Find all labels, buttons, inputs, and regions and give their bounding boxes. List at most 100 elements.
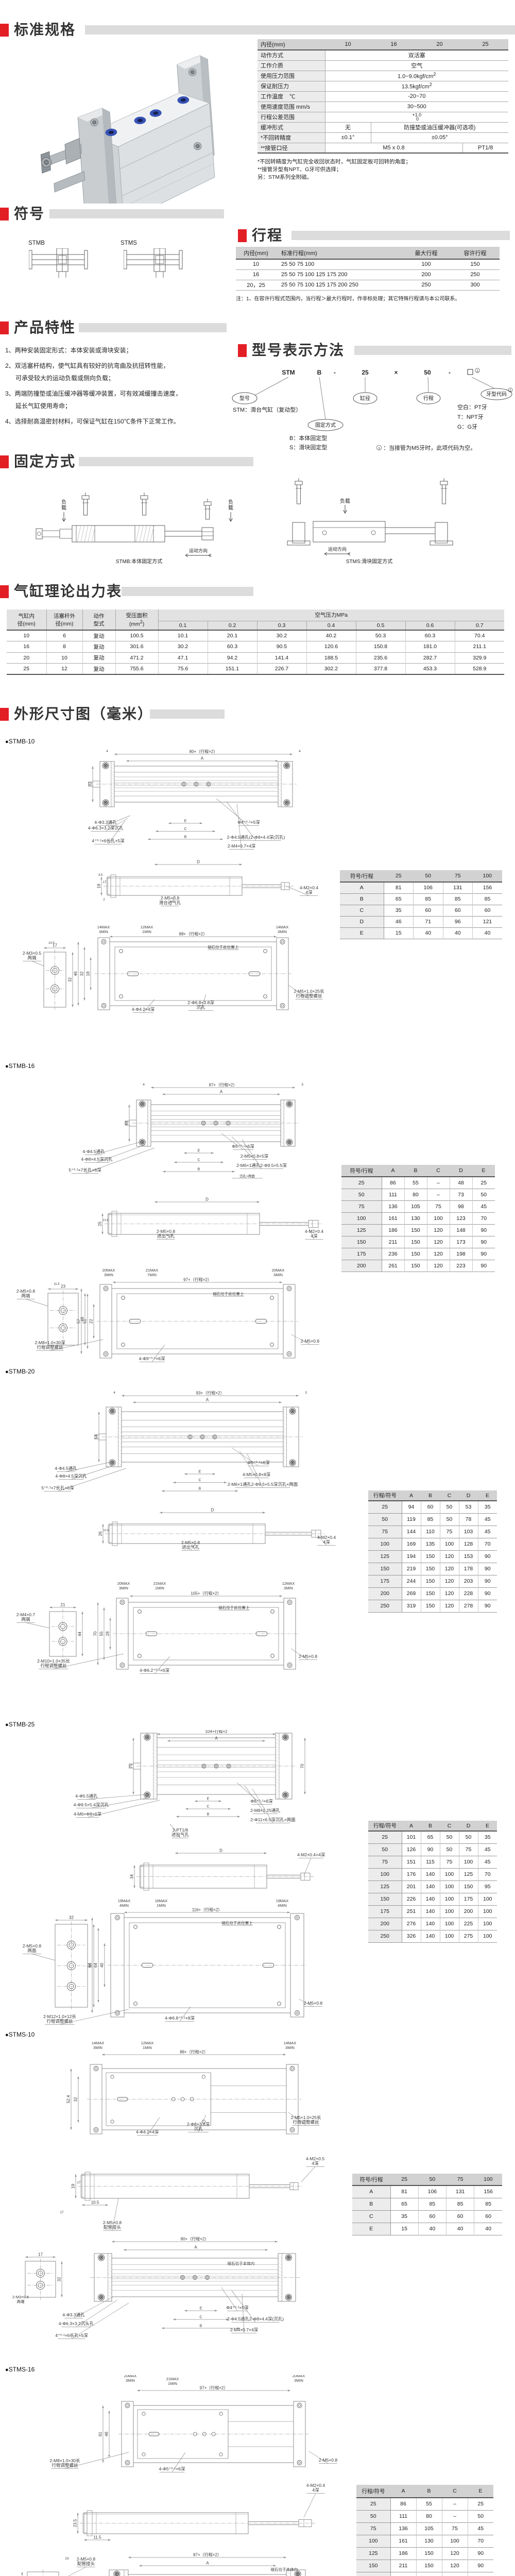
svg-text:运动方向: 运动方向	[189, 548, 208, 553]
svg-text:4-Φ6.2⁺⁰·¹×6深: 4-Φ6.2⁺⁰·¹×6深	[140, 1668, 169, 1673]
svg-text:3MIN: 3MIN	[273, 1273, 283, 1277]
svg-text:105+（行程×2）: 105+（行程×2）	[191, 1591, 221, 1596]
svg-text:25: 25	[98, 1222, 102, 1226]
svg-text:3: 3	[301, 1083, 303, 1087]
svg-text:4-Φ5⁺⁰·¹×6深: 4-Φ5⁺⁰·¹×6深	[159, 2466, 185, 2471]
svg-text:2-M4×0.7×4深: 2-M4×0.7×4深	[230, 2327, 259, 2332]
svg-text:4-Φ3.3通孔: 4-Φ3.3通孔	[94, 820, 117, 825]
svg-text:C: C	[198, 1479, 201, 1482]
svg-text:4-Φ8×4.5深沉孔: 4-Φ8×4.5深沉孔	[55, 1473, 87, 1479]
svg-text:7MIN: 7MIN	[147, 1273, 157, 1277]
svg-text:11.5: 11.5	[94, 2535, 102, 2540]
svg-text:4-M2×0.5: 4-M2×0.5	[306, 2156, 324, 2161]
svg-text:A: A	[215, 1736, 218, 1741]
svg-text:20MAX: 20MAX	[117, 1581, 130, 1586]
svg-text:2-Φ4.5通孔2-Φ8×4.4深(沉孔): 2-Φ4.5通孔2-Φ8×4.4深(沉孔)	[227, 2316, 284, 2321]
svg-text:97+（行程×2）: 97+（行程×2）	[200, 2385, 228, 2391]
svg-text:12MAX: 12MAX	[141, 925, 153, 929]
svg-text:滑台进气孔: 滑台进气孔	[159, 900, 181, 905]
svg-text:87+（行程×2）: 87+（行程×2）	[193, 2552, 221, 2557]
svg-text:2-M5×0.8: 2-M5×0.8	[157, 1229, 175, 1234]
svg-text:行程调整螺丝: 行程调整螺丝	[46, 2019, 73, 2024]
svg-text:E: E	[198, 1149, 200, 1153]
svg-text:46: 46	[74, 971, 78, 976]
svg-text:-: -	[449, 369, 451, 376]
svg-text:B: B	[198, 1168, 200, 1172]
svg-text:固定方式: 固定方式	[315, 422, 336, 429]
svg-text:4-Φ4.5通孔: 4-Φ4.5通孔	[82, 1149, 105, 1154]
svg-text:16MAX: 16MAX	[155, 1899, 168, 1903]
svg-text:磁石位于此位置上: 磁石位于此位置上	[208, 944, 238, 950]
svg-text:1MIN: 1MIN	[168, 2381, 177, 2386]
svg-text:4-Φ6.3×3.2深沉孔: 4-Φ6.3×3.2深沉孔	[88, 825, 124, 831]
svg-text:4-M2×0.4: 4-M2×0.4	[306, 2483, 325, 2488]
svg-text:93+（行程×2）: 93+（行程×2）	[196, 1391, 225, 1396]
svg-text:20MAX: 20MAX	[124, 2375, 137, 2378]
svg-text:C: C	[199, 2316, 202, 2319]
svg-text:2-M8×1.0×30长: 2-M8×1.0×30长	[49, 2458, 80, 2463]
svg-text:2-M5×0.8: 2-M5×0.8	[23, 1943, 41, 1948]
svg-text:48: 48	[105, 2432, 109, 2436]
svg-text:19MAX: 19MAX	[118, 1899, 131, 1903]
svg-text:2-M5×0.8: 2-M5×0.8	[301, 1338, 319, 1344]
svg-text:1MIN: 1MIN	[157, 1903, 166, 1908]
svg-text:21: 21	[61, 1603, 65, 1607]
svg-text:23.5: 23.5	[73, 2519, 78, 2527]
svg-text:70: 70	[129, 1764, 133, 1768]
svg-text:61: 61	[98, 2432, 103, 2436]
svg-text:配管接头: 配管接头	[104, 2225, 122, 2230]
svg-text:25: 25	[362, 369, 369, 376]
svg-text:4-Φ5.5通孔: 4-Φ5.5通孔	[75, 1793, 98, 1799]
svg-text:B: B	[200, 2325, 202, 2328]
svg-text:4-Φ6.3×3.2沉头孔: 4-Φ6.3×3.2沉头孔	[59, 2321, 94, 2326]
svg-text:3.5: 3.5	[98, 874, 103, 877]
svg-text:4深: 4深	[323, 1539, 330, 1545]
svg-text:4-M2×0.4: 4-M2×0.4	[305, 1229, 323, 1234]
svg-text:4MIN: 4MIN	[119, 1903, 129, 1908]
svg-text:1MIN: 1MIN	[142, 929, 151, 934]
svg-text:4: 4	[113, 1391, 115, 1395]
svg-text:3MIN: 3MIN	[284, 1586, 293, 1590]
svg-text:4深: 4深	[312, 2487, 319, 2493]
svg-text:E: E	[207, 1798, 210, 1801]
svg-text:3MIN: 3MIN	[278, 929, 287, 934]
svg-text:沉孔: 沉孔	[196, 1005, 205, 1010]
svg-text:52.4: 52.4	[66, 2095, 71, 2103]
svg-text:3MIN: 3MIN	[104, 1273, 113, 1277]
svg-text:行程调整螺丝: 行程调整螺丝	[293, 2120, 319, 2125]
svg-text:21.5: 21.5	[104, 1529, 109, 1532]
svg-text:沉孔: 沉孔	[194, 2126, 203, 2131]
svg-text:Φ5⁺⁰·¹×6深: Φ5⁺⁰·¹×6深	[247, 1460, 270, 1465]
svg-text:负: 负	[61, 499, 66, 505]
svg-text:3MIN: 3MIN	[99, 929, 108, 934]
svg-text:26: 26	[98, 1531, 103, 1536]
svg-text:17: 17	[77, 2181, 81, 2184]
svg-text:14MAX: 14MAX	[97, 925, 110, 929]
svg-text:E: E	[199, 1470, 201, 1474]
svg-text:B: B	[184, 836, 187, 839]
svg-text:进出气孔: 进出气孔	[171, 1832, 190, 1837]
svg-text:19MAX: 19MAX	[276, 1899, 289, 1903]
svg-text:17: 17	[53, 943, 57, 948]
svg-text:17: 17	[103, 881, 107, 884]
svg-text:55: 55	[99, 1631, 104, 1636]
svg-text:C: C	[197, 1159, 200, 1162]
svg-text:4-Φ8×4.5深沉孔: 4-Φ8×4.5深沉孔	[81, 1157, 113, 1162]
svg-text:3MIN: 3MIN	[93, 2045, 102, 2050]
svg-text:23: 23	[65, 2557, 69, 2561]
svg-text:B：本体固定型: B：本体固定型	[289, 434, 327, 442]
svg-text:2-M5×0.8: 2-M5×0.8	[16, 1289, 35, 1294]
svg-text:22: 22	[89, 1319, 94, 1324]
svg-text:19: 19	[71, 2184, 76, 2189]
svg-text:4-Φ4.2×4深: 4-Φ4.2×4深	[136, 2129, 159, 2134]
svg-text:50: 50	[424, 369, 431, 376]
svg-text:4-M6×Φ8×6深: 4-M6×Φ8×6深	[74, 1811, 102, 1817]
svg-text:2-M5×1.0×25长: 2-M5×1.0×25长	[294, 989, 324, 994]
svg-text:11.5: 11.5	[54, 1283, 60, 1286]
svg-text:C: C	[184, 827, 186, 831]
svg-text:Φ5⁺⁰·¹×6深: Φ5⁺⁰·¹×6深	[232, 1144, 254, 1149]
svg-text:18: 18	[86, 971, 91, 976]
svg-text:负: 负	[228, 499, 233, 505]
svg-text:2-M6×1通孔2-Φ9.5×5.5深沉孔×两面: 2-M6×1通孔2-Φ9.5×5.5深沉孔×两面	[228, 1482, 298, 1487]
svg-text:STMB:本体固定方式: STMB:本体固定方式	[116, 558, 163, 565]
